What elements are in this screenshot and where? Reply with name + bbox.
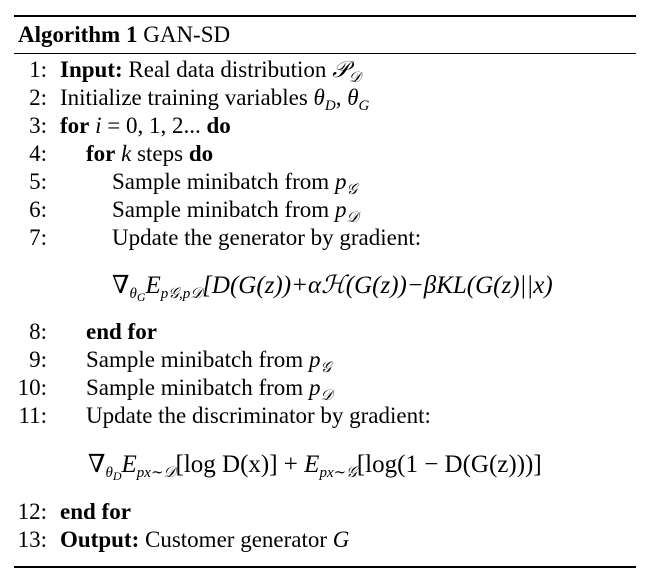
keyword-for: for [86, 141, 116, 166]
keyword-do: do [206, 113, 231, 138]
line-body: Input: Real data distribution 𝒫𝒟 [60, 56, 361, 86]
keyword-end-for: end for [86, 319, 157, 344]
math-subscript: D [324, 98, 336, 114]
math-var: θ [129, 286, 137, 302]
line-number: 6: [29, 197, 47, 222]
keyword-end-for: end for [60, 499, 131, 524]
expectation-symbol: E [121, 451, 137, 478]
keyword-do: do [188, 141, 214, 166]
keyword-for: for [60, 113, 90, 138]
math-var: p [334, 197, 347, 222]
equation-term: [log(1 − D(G(z)))] [356, 451, 542, 478]
line-body: Initialize training variables θD, θG [60, 84, 370, 114]
math-var: G [332, 527, 350, 552]
line-number: 9: [29, 347, 47, 372]
line-text: Initialize training variables [60, 85, 308, 110]
line-text: steps [131, 141, 189, 166]
math-subscript: 𝒟 [346, 208, 359, 226]
math-var: i [95, 113, 102, 138]
line-body: Sample minibatch from p𝒢 [112, 168, 358, 198]
line-number: 12: [17, 499, 47, 524]
line-body: Sample minibatch from p𝒟 [86, 374, 333, 404]
math-subscript: 𝒟 [320, 386, 333, 404]
expectation-subscript: px∼𝒟 [136, 465, 176, 481]
expectation-subscript: p𝒢,p𝒟 [160, 286, 203, 302]
math-var: p [308, 347, 321, 372]
math-expr: = 0, 1, 2... [101, 113, 207, 138]
expectation-symbol: E [145, 272, 161, 299]
line-body: end for [60, 498, 131, 526]
top-rule [14, 15, 636, 17]
algorithm-label: Algorithm 1 [18, 22, 138, 47]
math-subscript: G [358, 98, 370, 114]
line-number: 8: [29, 319, 47, 344]
keyword-output: Output: [60, 527, 140, 552]
math-var: k [121, 141, 132, 166]
math-subscript: D [112, 469, 122, 483]
expectation-subscript: px∼𝒢 [319, 465, 357, 481]
line-number: 5: [29, 169, 47, 194]
bottom-rule [14, 566, 636, 568]
math-symbol: 𝒫 [332, 57, 349, 83]
algorithm-name: GAN-SD [143, 22, 231, 47]
line-text: Sample minibatch from [112, 197, 330, 222]
line-body: Output: Customer generator G [60, 526, 349, 554]
line-body: for k steps do [86, 140, 213, 168]
line-body: for i = 0, 1, 2... do [60, 112, 231, 140]
line-number: 13: [17, 527, 47, 552]
equation-body: [D(G(z))+α [202, 272, 322, 299]
entropy-symbol: ℋ [321, 270, 346, 299]
line-text: Sample minibatch from [86, 375, 304, 400]
line-text: Update the generator by gradient: [112, 225, 422, 250]
title-rule [14, 53, 636, 54]
line-number: 3: [29, 113, 47, 138]
line-text: Sample minibatch from [112, 169, 330, 194]
math-var: p [308, 375, 321, 400]
line-body: Sample minibatch from p𝒟 [112, 196, 359, 226]
equation-body: (G(z))−βKL(G(z)||x) [345, 272, 553, 299]
math-var: θ [313, 85, 325, 110]
math-separator: , [335, 85, 348, 110]
line-number: 11: [18, 403, 47, 428]
line-number: 1: [29, 57, 47, 82]
line-body: end for [86, 318, 157, 346]
nabla-symbol: ∇ [112, 272, 130, 299]
line-body: Update the generator by gradient: [112, 224, 421, 252]
line-number: 7: [29, 225, 47, 250]
line-text: Update the discriminator by gradient: [86, 403, 431, 428]
discriminator-gradient-equation: ∇θDEpx∼𝒟[log D(x)] + Epx∼𝒢[log(1 − D(G(z… [88, 448, 542, 482]
math-var: θ [347, 85, 359, 110]
math-subscript: 𝒢 [346, 180, 358, 198]
line-number: 4: [29, 141, 47, 166]
algorithm-title: Algorithm 1 GAN-SD [18, 22, 230, 48]
math-subscript: 𝒟 [348, 68, 361, 86]
math-subscript: G [136, 290, 146, 304]
math-var: θ [105, 465, 113, 481]
line-body: Sample minibatch from p𝒢 [86, 346, 332, 376]
line-number: 2: [29, 85, 47, 110]
line-text: Sample minibatch from [86, 347, 304, 372]
keyword-input: Input: [60, 57, 123, 82]
line-text: Real data distribution [128, 57, 327, 82]
equation-term: [log D(x)] + [175, 451, 305, 478]
generator-gradient-equation: ∇θGEp𝒢,p𝒟[D(G(z))+αℋ(G(z))−βKL(G(z)||x) [112, 268, 553, 303]
expectation-symbol: E [304, 451, 320, 478]
line-body: Update the discriminator by gradient: [86, 402, 431, 430]
math-var: p [334, 169, 347, 194]
line-text: Customer generator [145, 527, 328, 552]
math-subscript: 𝒢 [320, 358, 332, 376]
line-number: 10: [17, 375, 47, 400]
nabla-symbol: ∇ [88, 451, 106, 478]
